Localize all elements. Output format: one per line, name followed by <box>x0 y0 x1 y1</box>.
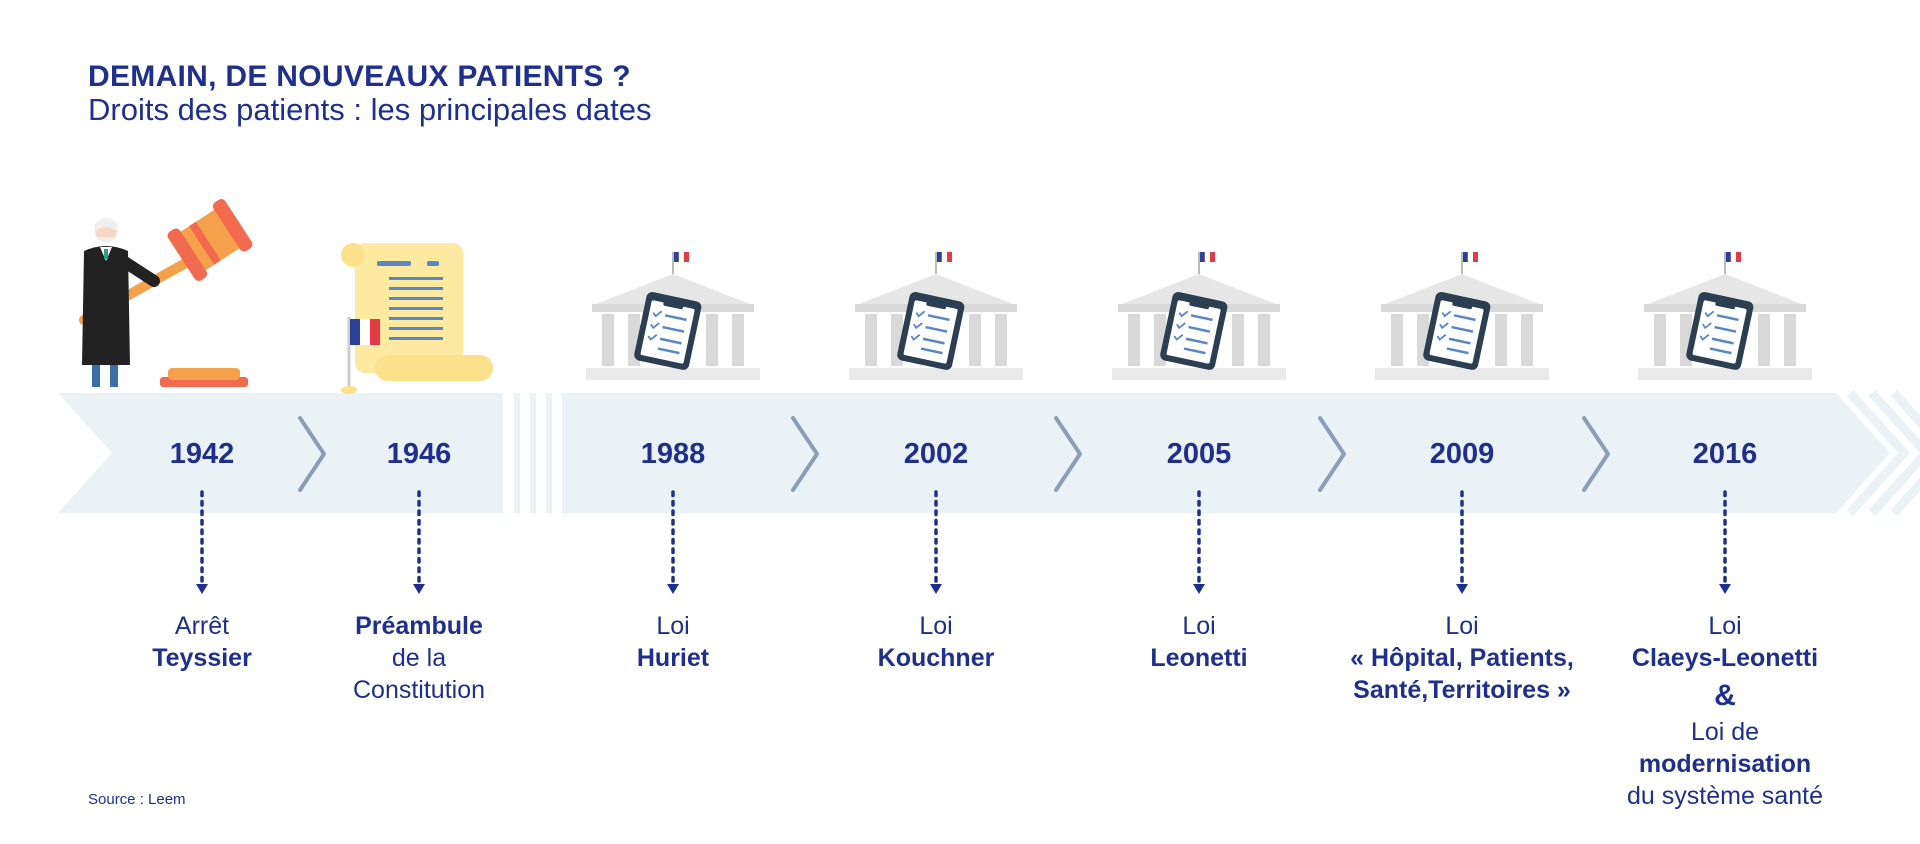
ampersand-text: & <box>1714 679 1736 712</box>
label-line: Claeys-Leonetti <box>1631 644 1819 672</box>
chevron-arrow-icon <box>1318 416 1346 492</box>
label-line: Leonetti <box>1150 644 1248 672</box>
dotted-arrow-connector <box>1189 490 1209 598</box>
dotted-arrow-connector <box>663 490 683 598</box>
label-line: Huriet <box>636 644 710 672</box>
chevron-arrow-icon <box>791 416 819 492</box>
page-subtitle: Droits des patients : les principales da… <box>88 92 652 127</box>
timeline-year: 2016 <box>1692 438 1758 470</box>
label-line: Loi <box>656 612 690 640</box>
label-line: Loi <box>1445 612 1479 640</box>
timeline-year: 1946 <box>386 438 452 470</box>
label-line: Teyssier <box>152 644 252 672</box>
label-line: « Hôpital, Patients, <box>1350 644 1574 672</box>
parliament-document-icon <box>841 242 1031 397</box>
label-line: Constitution <box>352 676 486 704</box>
timeline-label: Loi « Hôpital, Patients, Santé,Territoires… <box>1312 610 1612 706</box>
dotted-arrow-connector <box>1715 490 1735 598</box>
band-stripe <box>514 393 520 513</box>
timeline-year: 1942 <box>169 438 235 470</box>
parliament-document-icon <box>1104 242 1294 397</box>
label-line: Arrêt <box>174 612 230 640</box>
dotted-arrow-connector <box>926 490 946 598</box>
label-line: Santé,Territoires » <box>1353 676 1571 704</box>
judge-gavel-icon <box>79 199 253 387</box>
label-line: de la <box>391 644 447 672</box>
label-line: Loi <box>919 612 953 640</box>
parliament-document-icon <box>1367 242 1557 397</box>
chevron-arrow-icon <box>1582 416 1610 492</box>
label-line: Préambule <box>355 612 483 640</box>
timeline-year: 2005 <box>1166 438 1232 470</box>
band-stripe <box>546 393 552 513</box>
label-line: Loi <box>1182 612 1216 640</box>
band-segment-left <box>58 393 503 513</box>
timeline-year: 1988 <box>640 438 706 470</box>
page-title: DEMAIN, DE NOUVEAUX PATIENTS ? <box>88 60 631 93</box>
band-tail-stripe <box>1868 389 1920 517</box>
dotted-arrow-connector <box>409 490 429 598</box>
band-segment-right <box>562 393 1890 513</box>
chevron-arrow-icon <box>1054 416 1082 492</box>
timeline-year: 2002 <box>903 438 969 470</box>
parliament-document-icon <box>1630 242 1820 397</box>
timeline-year: 2009 <box>1429 438 1495 470</box>
source-note: Source : Leem <box>88 791 186 808</box>
dotted-arrow-connector <box>192 490 212 598</box>
band-tail-stripe <box>1846 389 1911 517</box>
timeline-label: Préambule de la Constitution <box>269 610 569 706</box>
label-line: Loi <box>1708 612 1742 640</box>
parliament-document-icon <box>578 242 768 397</box>
label-line: Kouchner <box>877 644 995 672</box>
label-line: modernisation <box>1638 750 1812 778</box>
label-line: Loi de <box>1690 718 1760 746</box>
label-line: du système santé <box>1627 782 1823 810</box>
band-stripe <box>530 393 536 513</box>
chevron-arrow-icon <box>298 416 326 492</box>
band-tail-stripe <box>1890 389 1920 517</box>
dotted-arrow-connector <box>1452 490 1472 598</box>
scroll-flag-icon <box>341 243 493 394</box>
